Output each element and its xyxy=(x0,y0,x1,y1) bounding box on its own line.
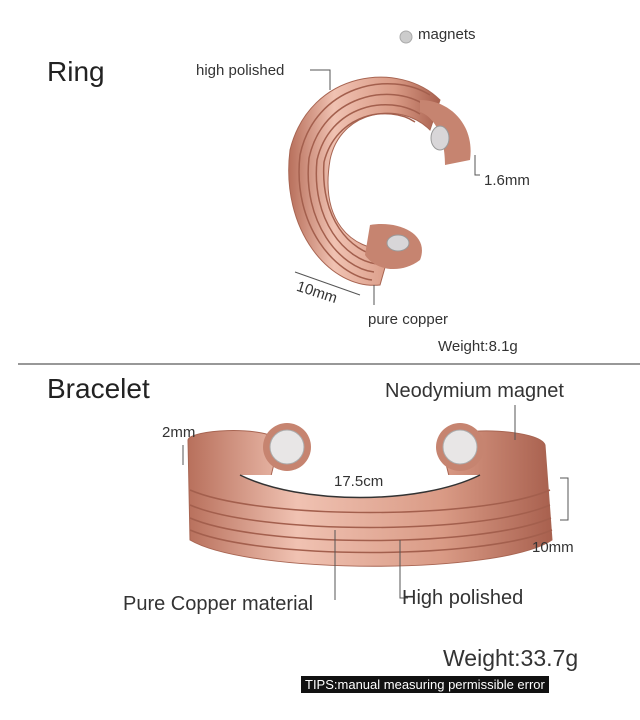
bracelet-material-label: Pure Copper material xyxy=(123,593,314,615)
bracelet-weight-label: Weight:33.7g xyxy=(443,645,579,671)
ring-image xyxy=(288,30,471,286)
ring-high-polished-label: high polished xyxy=(196,62,285,79)
bracelet-image xyxy=(187,423,553,567)
bracelet-high-polished-label: High polished xyxy=(402,587,524,609)
tips-note: TIPS:manual measuring permissible error xyxy=(301,676,549,693)
ring-material-label: pure copper xyxy=(368,311,449,328)
bracelet-diameter-label: 17.5cm xyxy=(334,473,384,490)
ring-title: Ring xyxy=(47,56,105,87)
bracelet-width-label: 10mm xyxy=(532,539,574,556)
ring-thickness-label: 1.6mm xyxy=(484,172,530,189)
ring-weight-label: Weight:8.1g xyxy=(438,338,518,355)
bracelet-thickness-label: 2mm xyxy=(162,424,196,441)
magnets-legend: magnets xyxy=(418,26,476,43)
bracelet-dimension-lines xyxy=(182,405,569,600)
ring-dimension-lines xyxy=(294,69,480,305)
bracelet-magnet-label: Neodymium magnet xyxy=(385,380,564,402)
bracelet-title: Bracelet xyxy=(47,373,150,404)
